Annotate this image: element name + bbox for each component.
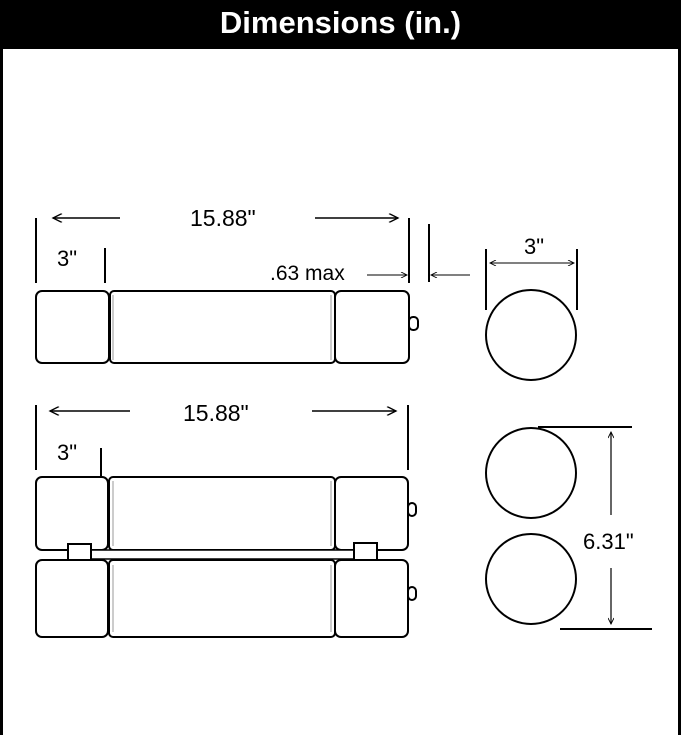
upper-tube-end-cap-left (35, 476, 109, 551)
double-unit-end-view: 6.31" (485, 426, 652, 630)
double-end-cap-label: 3" (57, 440, 77, 465)
single-length-label: 15.88" (190, 205, 256, 231)
tube-body (109, 290, 336, 364)
lower-tube-end-cap-left (35, 559, 109, 638)
tube-terminal-nub (408, 316, 419, 331)
page-title: Dimensions (in.) (0, 0, 681, 46)
tube-end-cap-right (334, 290, 410, 364)
lower-tube-terminal-nub (407, 586, 417, 601)
tube-end-cap-left (35, 290, 110, 364)
upper-tube-end-circle (485, 427, 577, 519)
single-end-cap-label: 3" (57, 246, 77, 271)
single-diameter-label: 3" (524, 234, 544, 259)
upper-tube-terminal-nub (407, 502, 417, 517)
upper-tube-end-cap-right (334, 476, 409, 551)
stack-height-label: 6.31" (583, 529, 634, 554)
lower-tube-body (108, 559, 336, 638)
single-unit-end-view: 3" (485, 234, 578, 381)
double-unit-side-view: 15.88" 3" (35, 400, 417, 638)
connector-bar (83, 549, 357, 560)
terminal-max-label: .63 max (270, 262, 345, 285)
double-length-label: 15.88" (183, 400, 249, 426)
single-unit-side-view: 15.88" 3" .63 max (35, 205, 470, 364)
tube-end-circle (485, 289, 577, 381)
diagram-panel (0, 46, 681, 735)
upper-tube-body (108, 476, 336, 551)
lower-tube-end-circle (485, 533, 577, 625)
lower-tube-end-cap-right (334, 559, 409, 638)
